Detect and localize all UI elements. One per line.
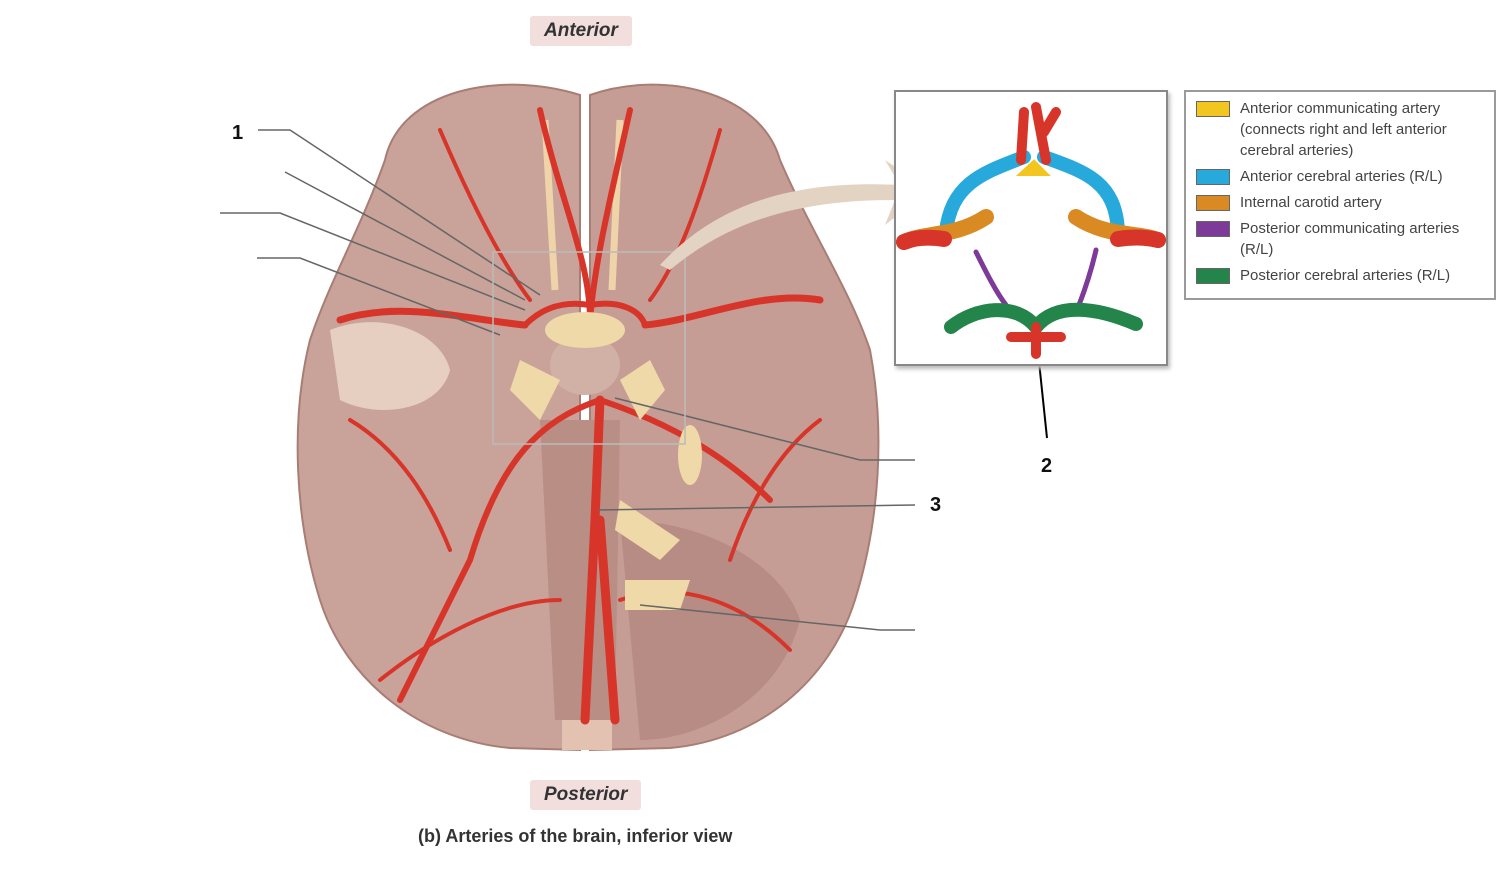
legend-item: Anterior communicating artery (connects … <box>1194 98 1486 161</box>
posterior-label: Posterior <box>530 780 642 810</box>
figure-caption: (b) Arteries of the brain, inferior view <box>418 826 733 846</box>
swatch-green <box>1196 268 1230 284</box>
swatch-orange <box>1196 195 1230 211</box>
legend-item: Posterior communicating arteries (R/L) <box>1194 218 1486 260</box>
legend-label: Anterior communicating artery (connects … <box>1240 100 1447 159</box>
inset-outline <box>492 251 686 445</box>
circle-of-willis-inset <box>894 90 1168 366</box>
legend-label: Anterior cerebral arteries (R/L) <box>1240 168 1443 185</box>
anterior-label: Anterior <box>530 16 632 46</box>
legend-label: Internal carotid artery <box>1240 194 1382 211</box>
legend-item: Anterior cerebral arteries (R/L) <box>1194 166 1486 187</box>
marker-2: 2 <box>1041 455 1053 477</box>
leader-lines <box>220 129 916 631</box>
swatch-blue <box>1196 169 1230 185</box>
legend-label: Posterior communicating arteries (R/L) <box>1240 220 1460 258</box>
circle-of-willis-diagram <box>896 102 1166 359</box>
swatch-purple <box>1196 221 1230 237</box>
legend: Anterior communicating artery (connects … <box>1184 90 1496 300</box>
legend-item: Posterior cerebral arteries (R/L) <box>1194 265 1486 286</box>
marker-1: 1 <box>232 122 244 144</box>
callout-arrow <box>660 160 930 270</box>
cranial-nerves <box>510 312 702 610</box>
legend-label: Posterior cerebral arteries (R/L) <box>1240 267 1451 284</box>
swatch-yellow <box>1196 101 1230 117</box>
marker-3: 3 <box>930 494 942 516</box>
legend-item: Internal carotid artery <box>1194 192 1486 213</box>
